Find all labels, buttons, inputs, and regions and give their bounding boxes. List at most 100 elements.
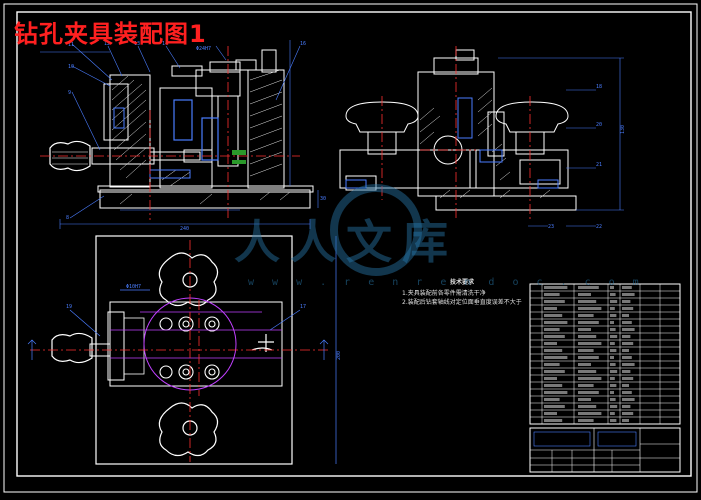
- bom-cell-text-block: [622, 356, 632, 359]
- bom-cell-text-block: [544, 307, 557, 310]
- svg-text:17: 17: [300, 304, 306, 310]
- bom-cell-text-block: [578, 377, 602, 380]
- svg-text:Φ10H7: Φ10H7: [126, 284, 141, 290]
- bom-cell-text-block: [610, 356, 614, 359]
- bom-cell-text-block: [622, 384, 629, 387]
- bom-cell-text-block: [544, 384, 563, 387]
- bom-cell-text-block: [544, 356, 568, 359]
- bom-cell-text-block: [610, 342, 615, 345]
- bom-cell-text-block: [622, 391, 632, 394]
- bom-cell-text-block: [622, 300, 631, 303]
- technical-notes-heading: 技术要求: [449, 279, 474, 286]
- bom-cell-text-block: [610, 349, 617, 352]
- svg-text:Φ24H7: Φ24H7: [196, 46, 211, 52]
- bom-cell-text-block: [578, 328, 591, 331]
- bom-cell-text-block: [544, 342, 557, 345]
- bom-cell-text-block: [578, 384, 594, 387]
- bom-cell-text-block: [578, 300, 597, 303]
- bom-cell-text-block: [578, 342, 602, 345]
- bom-cell-text-block: [622, 398, 635, 401]
- bom-cell-text-block: [544, 286, 568, 289]
- bom-cell-text-block: [578, 356, 599, 359]
- bom-cell-text-block: [544, 419, 563, 422]
- bom-cell-text-block: [610, 321, 614, 324]
- technical-note-line: 2.装配后钻套轴线对定位面垂直度误差不大于0.02，端面跳动。: [402, 299, 522, 306]
- bom-cell-text-block: [544, 328, 560, 331]
- bom-cell-text-block: [544, 293, 560, 296]
- bom-cell-text-block: [622, 307, 634, 310]
- top-view-icon: 19 17 Φ10H7 200: [27, 235, 342, 465]
- svg-text:14: 14: [162, 41, 168, 47]
- bom-cell-text-block: [610, 419, 617, 422]
- bom-cell-text-block: [578, 349, 594, 352]
- bom-cell-text-block: [610, 391, 614, 394]
- svg-text:13: 13: [134, 41, 140, 47]
- bom-cell-text-block: [622, 419, 629, 422]
- bom-cell-text-block: [578, 391, 599, 394]
- bom-cell-text-block: [610, 314, 617, 317]
- svg-text:18: 18: [596, 84, 602, 90]
- bom-cell-text-block: [610, 300, 618, 303]
- bom-cell-text-block: [610, 412, 615, 415]
- bom-cell-text-block: [610, 377, 615, 380]
- drawing-title: 钻孔夹具装配图1: [14, 20, 207, 48]
- bom-cell-text-block: [544, 412, 557, 415]
- bom-cell-text-block: [622, 321, 632, 324]
- svg-text:8: 8: [66, 215, 69, 221]
- bom-cell-text-block: [578, 398, 591, 401]
- svg-text:11: 11: [68, 42, 74, 48]
- bom-cell-text-block: [622, 293, 635, 296]
- svg-text:23: 23: [548, 224, 554, 230]
- title-block-icon: [529, 427, 681, 473]
- bom-cell-text-block: [544, 321, 568, 324]
- bom-cell-text-block: [544, 370, 565, 373]
- bom-cell-text-block: [622, 314, 629, 317]
- bom-cell-text-block: [610, 307, 615, 310]
- bom-text: [544, 286, 635, 422]
- technical-note-line: 1.夹具装配前各零件需清洗干净: [402, 290, 486, 297]
- bom-cell-text-block: [578, 419, 594, 422]
- bom-cell-text-block: [610, 286, 614, 289]
- bom-cell-text-block: [578, 293, 591, 296]
- bom-cell-text-block: [578, 307, 602, 310]
- bom-cell-text-block: [610, 405, 618, 408]
- bom-cell-text-block: [578, 314, 594, 317]
- bom-cell-text-block: [622, 342, 634, 345]
- bom-cell-text-block: [544, 300, 565, 303]
- bom-cell-text-block: [622, 335, 631, 338]
- svg-text:240: 240: [180, 226, 189, 232]
- bom-cell-text-block: [578, 412, 602, 415]
- bom-cell-text-block: [610, 363, 616, 366]
- bom-cell-text-block: [578, 335, 597, 338]
- bom-cell-text-block: [622, 363, 635, 366]
- svg-text:10: 10: [68, 64, 74, 70]
- bom-cell-text-block: [610, 398, 616, 401]
- svg-text:130: 130: [620, 125, 626, 134]
- bom-cell-text-block: [578, 363, 591, 366]
- bom-cell-text-block: [578, 286, 599, 289]
- svg-text:9: 9: [68, 90, 71, 96]
- bom-cell-text-block: [544, 391, 568, 394]
- svg-text:21: 21: [596, 162, 602, 168]
- bom-cell-text-block: [544, 335, 565, 338]
- bom-cell-text-block: [622, 412, 634, 415]
- svg-text:22: 22: [596, 224, 602, 230]
- bom-cell-text-block: [544, 377, 557, 380]
- bom-cell-text-block: [622, 349, 629, 352]
- svg-text:200: 200: [336, 351, 342, 360]
- svg-text:30: 30: [320, 196, 326, 202]
- bom-cell-text-block: [622, 377, 634, 380]
- svg-text:19: 19: [66, 304, 72, 310]
- bom-cell-text-block: [622, 328, 635, 331]
- bom-cell-text-block: [578, 370, 597, 373]
- bom-cell-text-block: [610, 335, 618, 338]
- bom-table-icon: [529, 283, 681, 425]
- bom-cell-text-block: [544, 349, 563, 352]
- bom-cell-text-block: [622, 405, 631, 408]
- bom-cell-text-block: [610, 384, 617, 387]
- drawing-frame-icon: [3, 3, 698, 493]
- bom-cell-text-block: [544, 363, 560, 366]
- bom-cell-text-block: [622, 370, 631, 373]
